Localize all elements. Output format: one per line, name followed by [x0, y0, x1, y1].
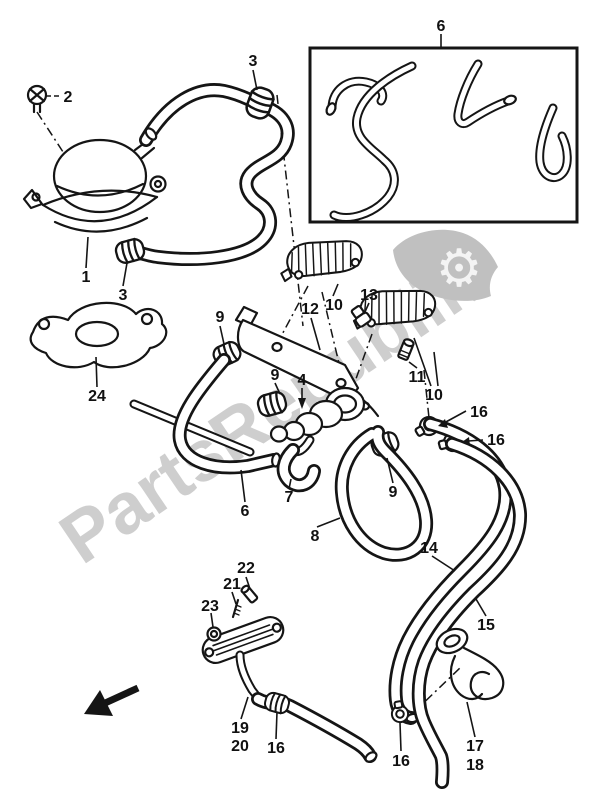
part-7-hose: [276, 443, 321, 493]
part-3-clamp-bottom: [112, 236, 148, 266]
callout-22: 22: [237, 560, 255, 577]
part-2-bolt: [26, 84, 48, 114]
direction-arrow: [84, 684, 140, 716]
callout-8: 8: [311, 528, 320, 545]
part-6-hose: [129, 353, 281, 475]
part-8-hose: [334, 425, 434, 562]
callout-18: 18: [466, 757, 484, 774]
callout-2: 2: [64, 89, 73, 106]
part-10-reed-valve-left: [274, 229, 367, 288]
part-23-nut: [206, 626, 222, 642]
callout-14: 14: [420, 540, 438, 557]
callout-6: 6: [241, 503, 250, 520]
leader-lines: [46, 34, 487, 752]
part-4-second-air-valve: [269, 386, 366, 456]
callout-13: 13: [360, 287, 378, 304]
callout-15: 15: [477, 617, 495, 634]
callout-9a: 9: [216, 309, 225, 326]
callout-17: 17: [466, 738, 484, 755]
callout-24: 24: [88, 388, 106, 405]
part-24-bracket: [29, 301, 168, 369]
callout-10b: 10: [425, 387, 443, 404]
callout-19: 19: [231, 720, 249, 737]
part-1-air-valve-assembly: [22, 138, 167, 233]
callout-9b: 9: [271, 367, 280, 384]
part-15-hose: [411, 437, 527, 789]
callout-3a: 3: [249, 53, 258, 70]
callout-16c: 16: [267, 740, 285, 757]
callout-16a: 16: [470, 404, 488, 421]
callout-16b: 16: [487, 432, 505, 449]
callout-3b: 3: [119, 287, 128, 304]
callouts: 2 1 3 3 6 24 12 10 13 11 10 9 9 4 9 16 1…: [64, 18, 505, 774]
callout-6-box: 6: [437, 18, 446, 35]
part-21-stud: [231, 598, 242, 619]
callout-4: 4: [298, 372, 307, 389]
part-13-union: [350, 304, 372, 328]
part-6-hose-set-box: [308, 46, 579, 224]
callout-21: 21: [223, 576, 241, 593]
callout-16d: 16: [392, 753, 410, 770]
callout-12: 12: [301, 301, 319, 318]
part-11-bolt: [397, 338, 415, 361]
callout-20: 20: [231, 738, 249, 755]
watermark-flag: [393, 229, 498, 301]
gear-icon: ⚙: [436, 239, 483, 299]
callout-9c: 9: [389, 484, 398, 501]
callout-1: 1: [82, 269, 91, 286]
callout-11: 11: [409, 369, 426, 386]
callout-23: 23: [201, 598, 219, 615]
part-17-18-bracket: [435, 627, 505, 701]
callout-10a: 10: [325, 297, 343, 314]
callout-7: 7: [285, 489, 294, 506]
part-16-clamp-bottom: [262, 690, 292, 716]
